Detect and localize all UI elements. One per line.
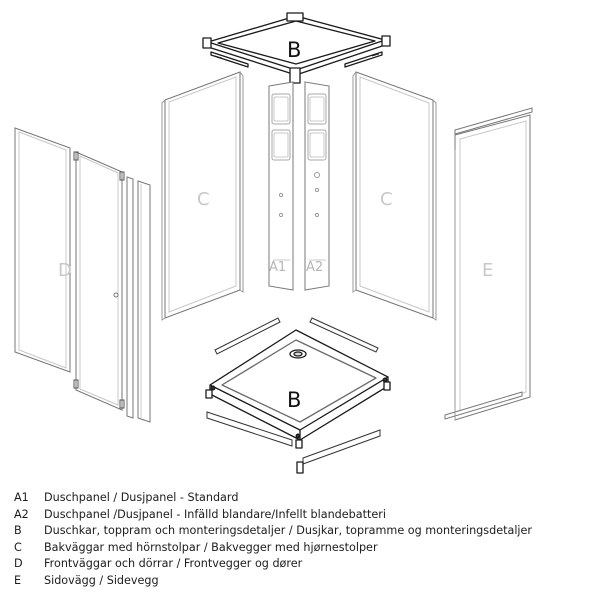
legend-code: A1	[14, 491, 29, 504]
side-wall	[444, 107, 533, 421]
label-d: D	[58, 260, 72, 281]
legend-description: Duschpanel / Dusjpanel - Standard	[44, 491, 239, 504]
legend-code: A2	[14, 507, 29, 521]
back-wall-right	[352, 71, 437, 321]
label-e: E	[482, 260, 493, 281]
legend-code: C	[14, 540, 22, 554]
legend-description: Frontväggar och dörrar / Frontvegger og …	[44, 557, 303, 571]
top-frame	[202, 12, 391, 84]
label-c-right: C	[380, 189, 393, 210]
label-a1: A1	[269, 260, 286, 275]
legend-item: B Duschkar, toppram och monteringsdetalje…	[14, 523, 594, 540]
tray-strips	[206, 317, 381, 465]
label-c-left: C	[197, 189, 210, 210]
shower-panel-a2	[304, 81, 330, 291]
legend-description: Duschpanel /Dusjpanel - Infälld blandare…	[44, 507, 386, 521]
legend-item: E Sidovägg / Sidevegg	[14, 573, 594, 590]
legend-code: E	[14, 573, 22, 587]
label-a2: A2	[306, 260, 323, 275]
legend-description: Duschkar, toppram och monteringsdetaljer…	[44, 524, 533, 538]
legend-code: D	[14, 557, 23, 571]
label-b-shower-tray: B	[287, 388, 301, 412]
shower-panel-a1	[268, 81, 294, 291]
legend-item: D Frontväggar och dörrar / Frontvegger og…	[14, 556, 594, 573]
legend-description: Sidovägg / Sidevegg	[44, 573, 159, 587]
back-wall-left	[161, 71, 244, 321]
legend-item: C Bakväggar med hörnstolpar / Bakvegger m…	[14, 540, 594, 557]
legend-item: A2 Duschpanel /Dusjpanel - Infälld blanda…	[14, 507, 594, 524]
shower-tray	[205, 329, 391, 474]
legend-code: B	[14, 524, 22, 538]
front-walls-doors	[14, 127, 151, 423]
legend-item: A1 Duschpanel / Dusjpanel - Standard	[14, 490, 594, 507]
legend-description: Bakväggar med hörnstolpar / Bakvegger me…	[44, 540, 378, 554]
label-b-top-frame: B	[287, 38, 301, 62]
exploded-assembly-diagram: B C C A1 A2	[14, 12, 533, 474]
